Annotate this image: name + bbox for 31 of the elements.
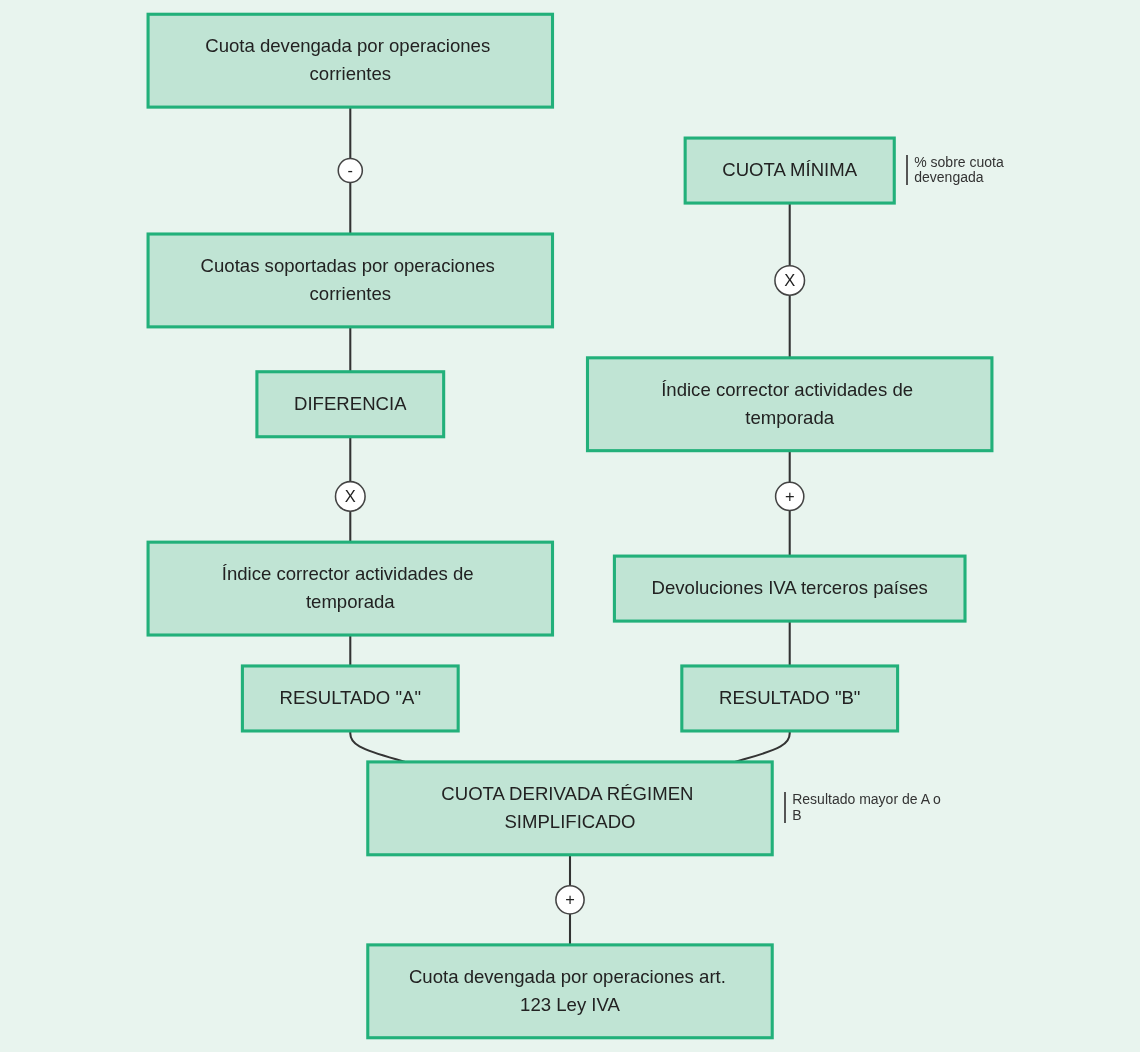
node-box: CUOTA DERIVADA RÉGIMEN SIMPLIFICADO [366,760,774,857]
connector [788,510,791,557]
node-box: RESULTADO "A" [240,664,460,733]
side-note: Resultado mayor de A o B [784,792,943,824]
connector [788,295,791,358]
node-box: DIFERENCIA [255,370,446,439]
connector [788,621,791,666]
connector [568,913,572,945]
connector [349,635,352,666]
node-box: Cuotas soportadas por operaciones corrientes [146,232,555,329]
side-note: % sobre cuota devengada [906,154,1065,186]
node-box: RESULTADO "B" [680,664,900,733]
connector [349,182,352,234]
connector [788,450,791,483]
node-circle: + [555,884,585,915]
node-circle: X [774,264,806,296]
connector [349,511,352,543]
node-circle: - [337,157,364,184]
connector [349,326,352,372]
node-box: Devoluciones IVA terceros países [612,554,967,623]
connector [349,107,352,159]
node-circle: + [774,481,805,512]
node-box: Cuota devengada por operaciones art. 123 Ley IVA [366,943,774,1040]
connector [788,203,791,266]
node-box: Cuota devengada por operaciones corrientes [146,12,555,109]
connector [349,436,352,482]
node-circle: X [334,480,366,512]
node-box: Índice corrector actividades de temporada [146,540,555,637]
node-box: Índice corrector actividades de temporada [585,356,994,453]
connector [568,854,572,886]
node-box: CUOTA MÍNIMA [683,136,896,205]
